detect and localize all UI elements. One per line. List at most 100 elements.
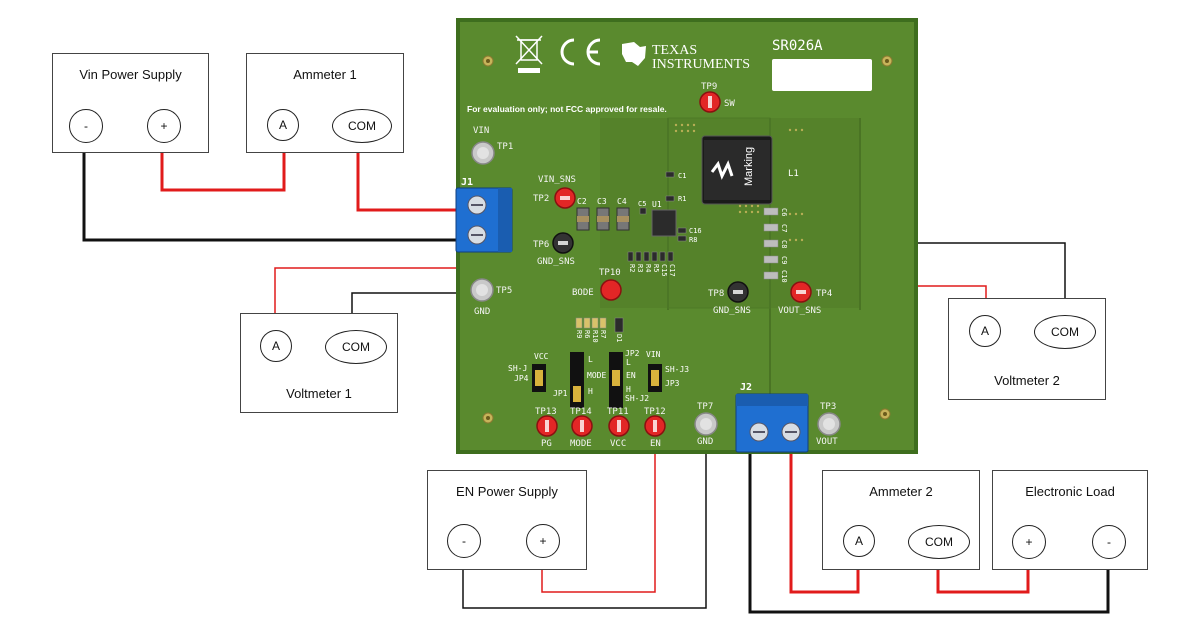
inductor-marking: Marking [743,147,755,186]
j2-terminal-block[interactable] [735,393,809,453]
ti-logo: TEXAS INSTRUMENTS [622,42,750,72]
en-supply-neg-terminal[interactable]: - [447,524,481,558]
board-label-area [772,59,872,91]
test-point-tp11[interactable] [608,415,630,437]
r2-label: R2 [628,264,636,272]
tp5-label: TP5 [496,286,512,296]
voltmeter-2-a-terminal[interactable]: A [969,315,1001,347]
test-point-tp8[interactable] [727,281,749,303]
tp10-label: TP10 [599,268,621,278]
wire-ammeter2-com-to-eload-pos [936,570,1030,594]
r4-label: R4 [644,264,652,272]
jp2-sh-label: SH-J2 [625,394,649,403]
jp2-h-label: H [626,385,631,394]
jp4-sh-label: SH-J [508,364,527,373]
voltmeter-1-a-terminal[interactable]: A [260,330,292,362]
r5-label: R5 [652,264,660,272]
en-supply-pos-terminal[interactable]: + [526,524,560,558]
weee-bin-icon [515,35,543,73]
ammeter-2-com-terminal[interactable]: COM [908,525,970,559]
voltmeter-2-title: Voltmeter 2 [994,373,1060,388]
c2-label: C2 [577,197,587,206]
wire-j2-to-eload-neg [748,452,1110,614]
c17-label: C17 [668,264,676,277]
c16-label: C16 [689,227,702,235]
jumper-jp2[interactable] [609,352,623,408]
tp1-net-label: VIN [473,126,489,136]
test-point-tp2[interactable] [554,187,576,209]
ammeter-1: Ammeter 1 A COM [246,53,404,153]
voltmeter-2-com-terminal[interactable]: COM [1034,315,1096,349]
electronic-load: Electronic Load + - [992,470,1148,570]
test-point-tp1[interactable] [471,141,495,165]
voltmeter-1-com-terminal[interactable]: COM [325,330,387,364]
test-point-tp7[interactable] [694,412,718,436]
c10-label: C10 [780,270,788,283]
tp3-label: TP3 [820,402,836,412]
tp12-label: TP12 [644,407,666,417]
r6-label: R6 [583,330,591,338]
jp1-l-label: L [588,355,593,364]
vin-supply-pos-terminal[interactable]: + [147,109,181,143]
j1-terminal-block[interactable] [455,187,513,253]
u1-label: U1 [652,200,662,209]
c4-label: C4 [617,197,627,206]
jp4-label: JP4 [514,374,529,383]
voltmeter-1-title: Voltmeter 1 [286,386,352,401]
test-point-tp14[interactable] [571,415,593,437]
tp14-label: TP14 [570,407,592,417]
ti-state-icon [622,42,646,66]
test-point-tp9[interactable] [699,91,721,113]
l1-label: L1 [788,169,799,179]
r10-label: R10 [591,330,599,343]
ti-logo-line2: INSTRUMENTS [652,57,750,72]
vin-supply-neg-terminal[interactable]: - [69,109,103,143]
ammeter-1-a-terminal[interactable]: A [267,109,299,141]
small-passives [575,171,779,333]
eload-pos-terminal[interactable]: + [1012,525,1046,559]
test-point-tp10[interactable] [600,279,622,301]
en-power-supply-title: EN Power Supply [456,484,558,499]
c7-label: C7 [780,224,788,232]
jp3-label: JP3 [665,379,680,388]
ammeter-2-a-terminal[interactable]: A [843,525,875,557]
c15-label: C15 [660,264,668,277]
test-point-tp3[interactable] [817,412,841,436]
ammeter-1-com-terminal[interactable]: COM [332,109,392,143]
tp4-label: TP4 [816,289,832,299]
fcc-disclaimer: For evaluation only; not FCC approved fo… [467,104,667,114]
c6-label: C6 [780,208,788,216]
jumper-jp3[interactable] [648,364,662,392]
test-point-tp12[interactable] [644,415,666,437]
r9-label: R9 [575,330,583,338]
en-power-supply: EN Power Supply - + [427,470,587,570]
tp6-net-label: GND_SNS [537,257,575,267]
eload-neg-terminal[interactable]: - [1092,525,1126,559]
jp2-en-label: EN [626,371,636,380]
test-point-tp5[interactable] [470,278,494,302]
tp2-label: TP2 [533,194,549,204]
jumper-jp1[interactable] [570,352,584,408]
tp9-label: TP9 [701,82,717,92]
test-point-tp13[interactable] [536,415,558,437]
test-point-tp6[interactable] [552,232,574,254]
tp2-net-label: VIN_SNS [538,175,576,185]
vin-power-supply-title: Vin Power Supply [79,67,182,82]
jp1-h-label: H [588,387,593,396]
ce-mark-icon [560,38,601,66]
tp9-net-label: SW [724,99,735,109]
r8-label: R8 [689,236,697,244]
ammeter-1-title: Ammeter 1 [293,67,357,82]
jp2-l-label: L [626,358,631,367]
tp10-net-label: BODE [572,288,594,298]
tp7-net-label: GND [697,437,713,447]
jumper-jp4[interactable] [532,364,546,392]
evm-board: TEXAS INSTRUMENTS SR026A For evaluation … [455,18,918,454]
j1-label: J1 [461,177,473,188]
r1-label: R1 [678,195,686,203]
jp3-sh-label: SH-J3 [665,365,689,374]
wire-vin-pos-to-ammeter1 [160,152,286,192]
test-point-tp4[interactable] [790,281,812,303]
tp13-label: TP13 [535,407,557,417]
